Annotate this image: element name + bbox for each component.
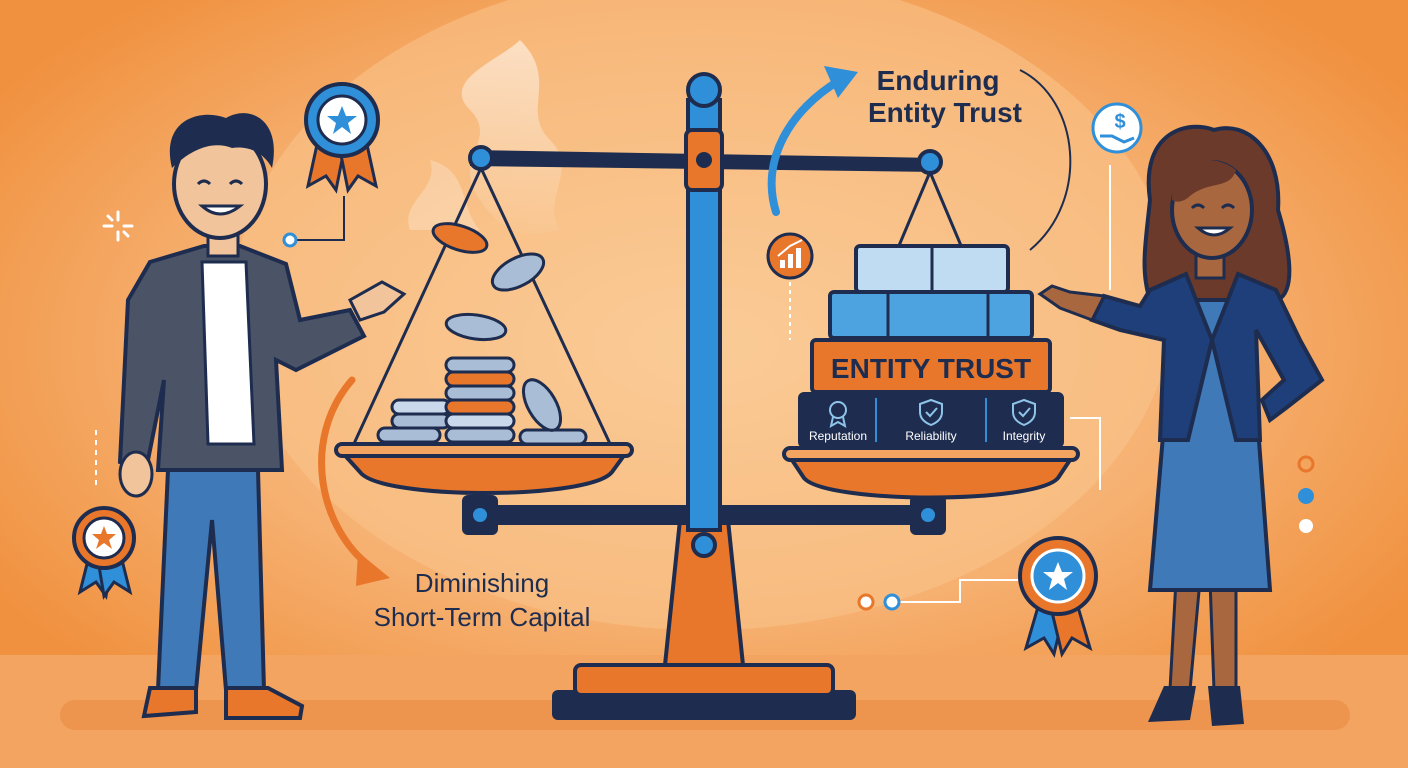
- svg-text:$: $: [1114, 111, 1125, 133]
- coin: [390, 398, 452, 416]
- pivot-dot: [921, 508, 935, 522]
- man-shoe: [224, 686, 305, 720]
- man-hand: [348, 280, 407, 322]
- award-icon: [829, 401, 847, 428]
- hand-dollar-icon: $: [1091, 102, 1143, 154]
- right-pan: [784, 452, 1078, 500]
- coin: [444, 426, 516, 444]
- woman-shoe: [1148, 686, 1196, 722]
- coin: [444, 412, 516, 430]
- decor-dot: [1298, 488, 1314, 504]
- woman-hand: [1037, 284, 1107, 322]
- beam-end-right: [917, 149, 943, 175]
- bar-chart-growth-icon: [766, 232, 814, 280]
- man-hand: [118, 450, 154, 498]
- scale-top-knob: [686, 72, 722, 108]
- pan-string: [928, 171, 964, 249]
- pan-string: [479, 167, 614, 449]
- shield-check-icon: [1012, 398, 1036, 427]
- coin: [521, 378, 563, 432]
- connector-dot: [857, 593, 875, 611]
- star-ribbon-icon: [72, 506, 136, 600]
- star-ribbon-icon: [1018, 536, 1098, 658]
- left-pan-rim: [334, 442, 634, 458]
- woman-character: [1037, 124, 1325, 726]
- falling-coin: [490, 252, 546, 292]
- enduring-arrow: [767, 66, 858, 216]
- pan-string: [896, 171, 932, 249]
- pan-string: [350, 167, 483, 449]
- decor-dot: [1297, 455, 1315, 473]
- woman-blazer: [1089, 271, 1325, 442]
- decor-curve: [1019, 69, 1072, 251]
- pillars-block: [798, 392, 1064, 448]
- coin: [444, 384, 516, 402]
- decor-dot: [1299, 519, 1313, 533]
- woman-shoe: [1208, 686, 1244, 726]
- enduring-label-line2: Entity Trust: [868, 97, 1022, 128]
- coin: [390, 412, 452, 430]
- coin: [444, 370, 516, 388]
- trust-block-stack: ENTITY TRUST Reputation Reliability Inte…: [798, 244, 1064, 448]
- coin: [376, 426, 442, 444]
- pivot-dot: [691, 532, 717, 558]
- shield-check-icon: [919, 398, 943, 427]
- diminishing-label-line1: Diminishing: [415, 568, 549, 598]
- smoke-wisp: [461, 40, 562, 234]
- man-shirt: [200, 260, 256, 446]
- diminishing-label-line2: Short-Term Capital: [374, 602, 591, 632]
- coin: [444, 356, 516, 374]
- coin: [444, 398, 516, 416]
- entity-trust-label: ENTITY TRUST: [831, 353, 1031, 384]
- pivot-dot: [473, 508, 487, 522]
- pillar-label-reputation: Reputation: [809, 429, 867, 443]
- left-pan: [335, 448, 632, 495]
- trust-block: [828, 290, 1034, 340]
- falling-coin: [431, 222, 489, 254]
- man-shoe: [141, 686, 198, 719]
- connector-line: [900, 579, 1018, 603]
- falling-coin: [444, 312, 508, 342]
- scale-base-top: [573, 663, 835, 697]
- connector-dot: [282, 232, 298, 248]
- star-ribbon-icon: [304, 82, 380, 194]
- man-character: [117, 113, 407, 720]
- coin: [518, 428, 588, 446]
- right-pan-rim: [782, 446, 1080, 462]
- scale-base: [552, 690, 856, 720]
- connector-dot: [883, 593, 901, 611]
- beam-end-left: [468, 145, 494, 171]
- pillar-label-integrity: Integrity: [1003, 429, 1046, 443]
- pillar-label-reliability: Reliability: [905, 429, 956, 443]
- beam-hub-dot: [696, 152, 712, 168]
- balance-scale: [334, 72, 1080, 720]
- connector-line: [296, 196, 345, 241]
- coin-stack: [376, 222, 588, 446]
- connector-line: [1070, 417, 1101, 490]
- sparkle-icon: [102, 210, 134, 242]
- man-hair: [169, 113, 274, 168]
- diminishing-arrow: [318, 376, 390, 586]
- enduring-label-line1: Enduring: [877, 65, 1000, 96]
